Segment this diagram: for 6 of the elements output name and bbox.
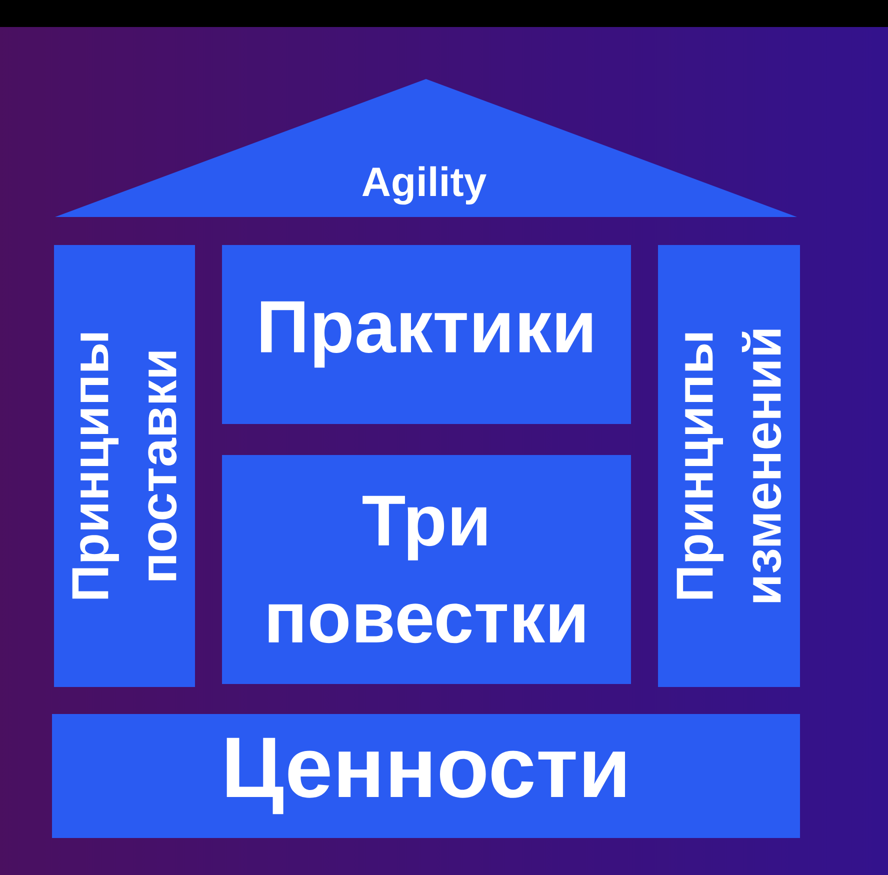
- pillar-box: Принципы изменений: [658, 245, 800, 687]
- center-box: Практики: [222, 245, 631, 424]
- center-box: Три повестки: [222, 455, 631, 684]
- pillar-box: Принципы поставки: [54, 245, 195, 687]
- foundation-box: Ценности: [52, 714, 800, 838]
- roof-triangle: Agility: [55, 79, 797, 217]
